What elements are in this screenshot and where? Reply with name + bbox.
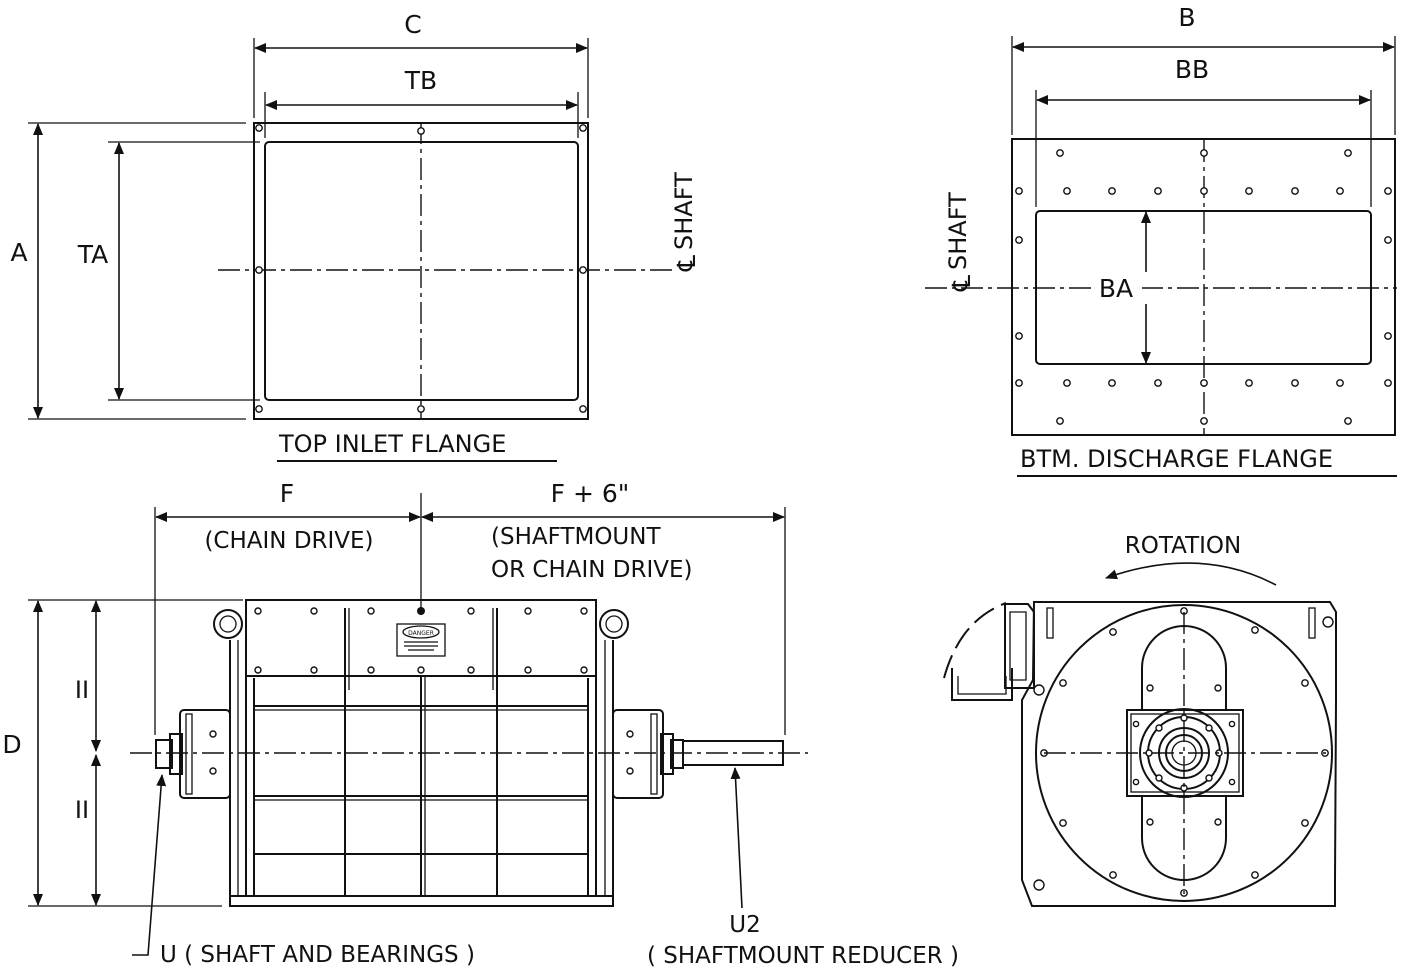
right-bearing-assembly [612,709,784,799]
top-inlet-flange-title: TOP INLET FLANGE [278,430,506,458]
side-top-bolts [254,607,588,674]
dimension-bb-label: BB [1175,55,1209,84]
airlock-housing-side: DANGER [213,599,629,907]
top-flange-bolt-holes [255,124,587,413]
side-elevation-view: F (CHAIN DRIVE) F + 6" (SHAFTMOUNT OR CH… [2,479,959,968]
dimension-d-label: D [2,730,21,759]
rotation-arrow [1105,562,1277,586]
callout-u-leader [132,774,167,956]
bottom-discharge-flange-title: BTM. DISCHARGE FLANGE [1020,445,1333,473]
dimension-half-upper-label: II [75,676,89,704]
end-view-access-door [943,602,1035,701]
top-centerline-symbol: ℄ [672,255,701,272]
dimension-f6-label: F + 6" [551,479,630,508]
bottom-flange-outline [1011,138,1396,436]
bottom-centerline-symbol: ℄ [947,275,976,292]
dimension-f6-note-line2: OR CHAIN DRIVE) [491,557,693,583]
bottom-centerline-shaft-label: SHAFT [944,192,972,270]
end-view-rotor-circle [1035,604,1333,902]
dimension-b-label: B [1178,3,1195,32]
bottom-flange-bolt-holes [1015,149,1392,425]
dimension-a-label: A [10,238,27,267]
callout-u-label: U ( SHAFT AND BEARINGS ) [160,942,475,968]
dimension-f6-note-line1: (SHAFTMOUNT [491,524,661,550]
bottom-discharge-flange-view: B BB BA ℄ SHAFT BTM. DISCHARGE FLANGE [925,3,1397,477]
dimension-f-label: F [280,479,294,508]
end-elevation-view: ROTATION [943,533,1337,907]
callout-u2-label: U2 [729,912,760,938]
left-bearing-assembly [155,709,231,799]
top-shaft-centerline-callout: ℄ SHAFT [670,172,701,272]
warning-plate-text: DANGER [408,630,434,637]
callout-u2-note: ( SHAFTMOUNT REDUCER ) [647,943,959,968]
rotation-label: ROTATION [1125,533,1241,559]
top-inlet-flange-view: C TB A TA ℄ SHAFT TOP INLET FLANGE [10,10,701,462]
dimension-f-note: (CHAIN DRIVE) [204,528,373,554]
dimension-c-label: C [404,10,421,39]
callout-u2-leader [730,767,743,909]
dimension-ba-label: BA [1099,274,1133,303]
top-centerline-shaft-label: SHAFT [670,172,698,250]
bottom-shaft-centerline-callout: ℄ SHAFT [944,192,976,292]
warning-plate: DANGER [396,623,446,657]
dimension-half-lower-label: II [75,796,89,824]
dimension-tb-label: TB [404,66,437,95]
end-view-housing [1021,601,1337,907]
dimension-ta-label: TA [77,240,108,269]
